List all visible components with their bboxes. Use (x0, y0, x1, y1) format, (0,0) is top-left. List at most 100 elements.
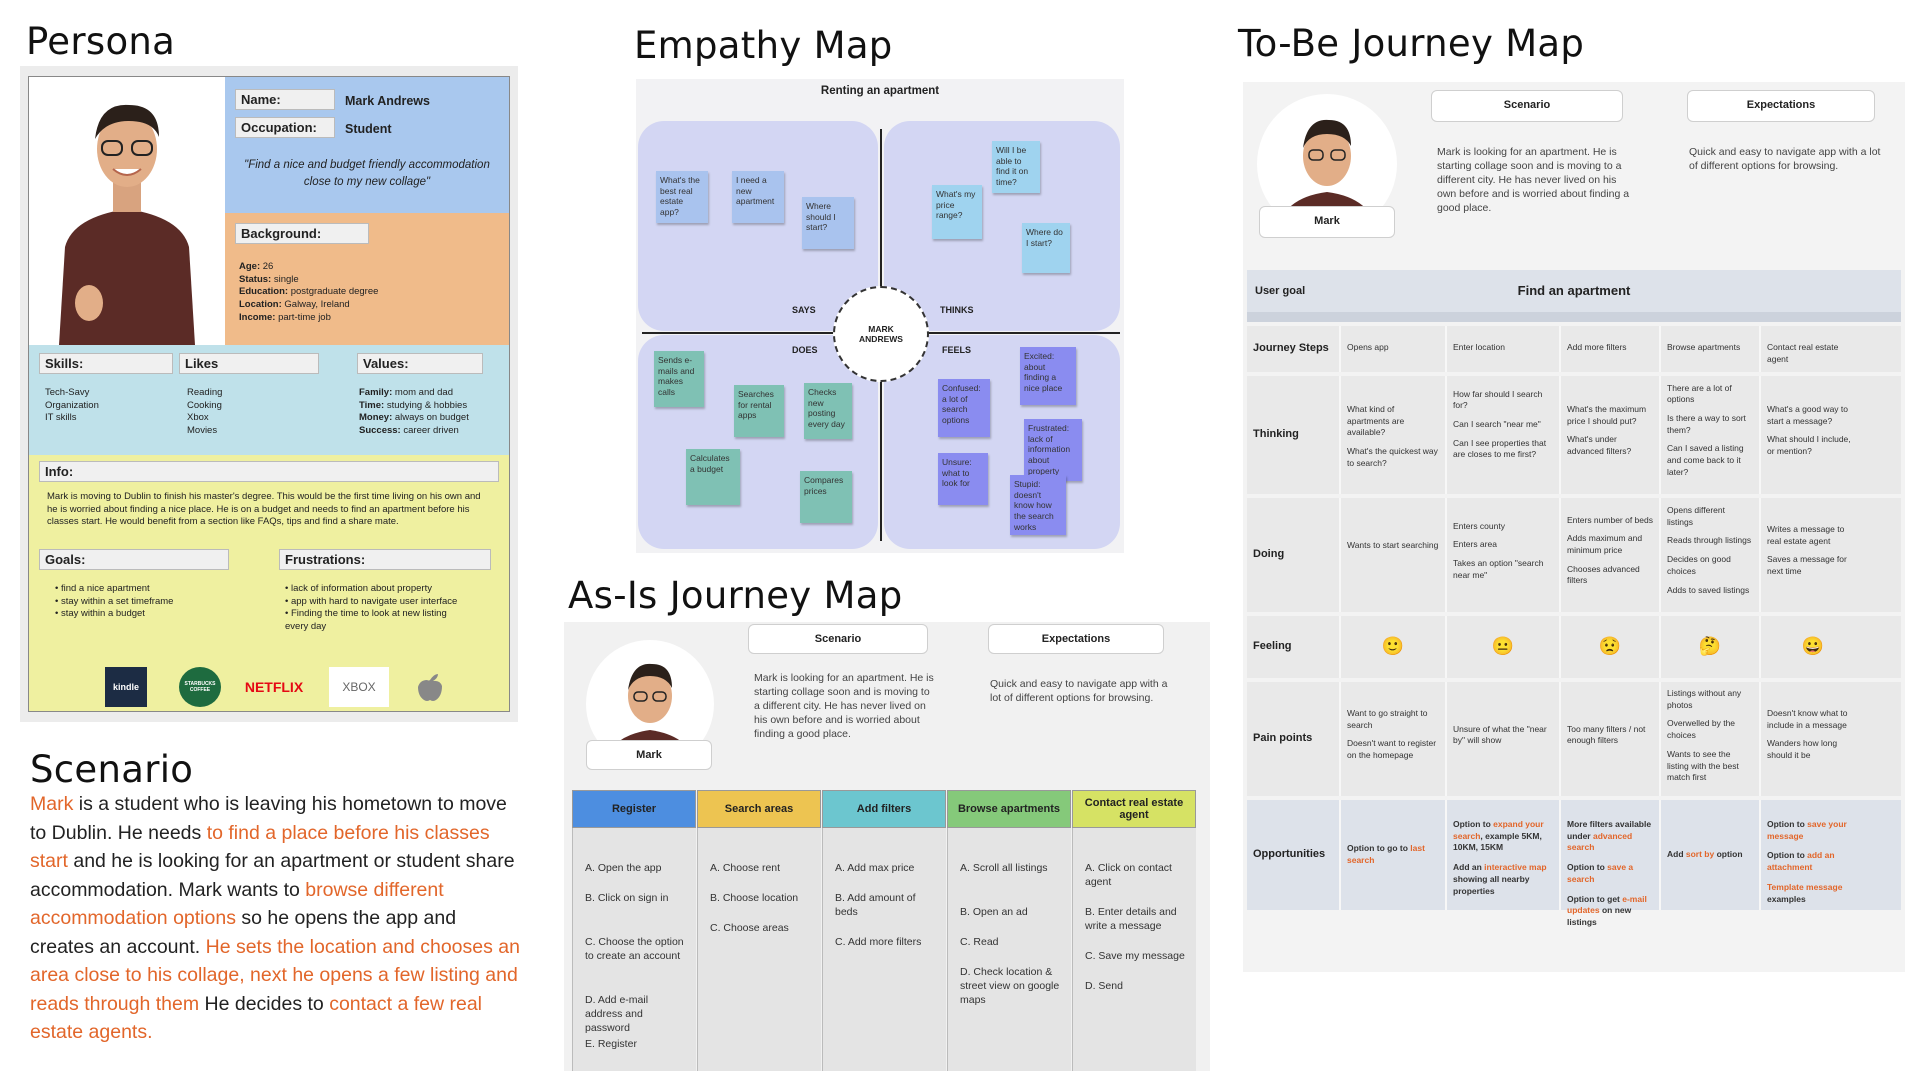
tobe-cell: 😀 (1801, 636, 1825, 656)
asis-persona-name: Mark (586, 740, 712, 770)
tobe-cell: More filters available under advanced se… (1567, 819, 1652, 928)
asis-step: A. Choose rent (710, 862, 781, 874)
sticky-note: Excited: about finding a nice place (1020, 347, 1076, 405)
asis-step: A. Open the app (585, 862, 662, 874)
tobe-cell: Add sort by option (1667, 849, 1743, 859)
tobe-cell: Contact real estate agent (1767, 342, 1839, 364)
tobe-cell: Enter location (1453, 342, 1505, 352)
tobe-cell: Wants to start searching (1347, 539, 1439, 550)
asis-step: C. Choose areas (710, 922, 789, 934)
persona-name: Mark Andrews (345, 94, 430, 108)
cell-divider (1659, 376, 1661, 494)
xbox-logo: XBOX (329, 667, 389, 707)
tobe-cell: Doesn't know what to include in a messag… (1767, 708, 1848, 761)
tobe-persona-name: Mark (1259, 206, 1395, 238)
values-label: Values: (357, 353, 483, 374)
asis-scenario-text: Mark is looking for an apartment. He is … (754, 672, 934, 740)
tobe-cell: Option to expand your search, example 5K… (1453, 819, 1547, 896)
asis-expectations-label: Expectations (988, 624, 1164, 654)
does-label: DOES (792, 345, 818, 355)
sticky-note: Frustrated: lack of information about pr… (1024, 419, 1082, 481)
frustrations-list: lack of information about propertyapp wi… (285, 583, 465, 634)
tobe-title: To-Be Journey Map (1238, 22, 1585, 65)
apple-logo (413, 667, 447, 707)
tobe-cell: Browse apartments (1667, 342, 1741, 352)
asis-stage-column: A. Choose rent B. Choose location C. Choos… (697, 828, 821, 1071)
persona-quote: "Find a nice and budget friendly accommo… (244, 159, 490, 188)
background-label: Background: (235, 223, 369, 244)
asis-step: B. Click on sign in (585, 892, 669, 904)
asis-scenario-label: Scenario (748, 624, 928, 654)
tobe-row-label: Opportunities (1253, 848, 1326, 860)
cell-divider (1559, 616, 1561, 678)
tobe-row (1247, 326, 1901, 372)
asis-step: C. Read (960, 936, 999, 948)
tobe-cell: Option to go to last search (1347, 843, 1425, 865)
empathy-center: MARK ANDREWS (833, 286, 929, 382)
tobe-cell: Too many filters / not enough filters (1567, 723, 1646, 746)
tobe-cell: How far should I search for?Can I search… (1453, 388, 1547, 460)
sticky-note: Where do I start? (1022, 223, 1070, 273)
tobe-row-label: Doing (1253, 548, 1285, 560)
sticky-note: Compares prices (800, 471, 852, 523)
feels-quadrant (884, 335, 1120, 549)
cell-divider (1659, 498, 1661, 612)
name-label: Name: (235, 89, 335, 110)
sticky-note: Will I be able to find it on time? (992, 141, 1040, 193)
likes-label: Likes (179, 353, 319, 374)
tobe-row-label: Feeling (1253, 640, 1292, 652)
sticky-note: Sends e-mails and makes calls (654, 351, 704, 407)
background-income: Income: part-time job (239, 311, 331, 323)
tobe-cell: 🤔 (1698, 636, 1722, 656)
asis-step: D. Add e-mail address and password (585, 994, 649, 1034)
background-list: Age: 26 Status: single Education: postgr… (239, 261, 499, 324)
tobe-scenario-label: Scenario (1431, 90, 1623, 122)
cell-divider (1559, 376, 1561, 494)
cell-divider (1559, 800, 1561, 910)
asis-step: B. Add amount of beds (835, 892, 916, 918)
asis-stage-header: Contact real estate agent (1072, 790, 1196, 828)
asis-step: A. Click on contact agent (1085, 862, 1172, 888)
feels-label: FEELS (942, 345, 972, 355)
background-education: Education: postgraduate degree (239, 286, 379, 298)
tobe-cell: What kind of apartments are available?Wh… (1347, 404, 1438, 468)
persona-photo (29, 77, 225, 345)
tobe-cell: Add more filters (1567, 342, 1627, 352)
tobe-cell: Opens app (1347, 342, 1389, 352)
thinks-label: THINKS (940, 305, 974, 315)
tobe-row (1247, 376, 1901, 494)
tobe-scenario-text: Mark is looking for an apartment. He is … (1437, 146, 1630, 214)
tobe-cell: What's a good way to start a message?Wha… (1767, 404, 1851, 457)
tobe-header: Mark Scenario Expectations Mark is looki… (1243, 82, 1905, 264)
asis-step: C. Add more filters (835, 936, 922, 948)
cell-divider (1659, 682, 1661, 796)
tobe-cell: 🙂 (1381, 636, 1405, 656)
sticky-note: Confused: a lot of search options (938, 379, 990, 437)
asis-step: B. Enter details and write a message (1085, 906, 1177, 932)
occupation-label: Occupation: (235, 117, 335, 138)
persona-identity: Name: Mark Andrews Occupation: Student "… (225, 77, 509, 213)
scenario-paragraph: Mark is a student who is leaving his hom… (30, 793, 520, 1043)
user-goal-row: User goal Find an apartment (1247, 270, 1901, 312)
tobe-expectations-label: Expectations (1687, 90, 1875, 122)
skills-label: Skills: (39, 353, 173, 374)
asis-stage-header: Add filters (822, 790, 946, 828)
netflix-logo: NETFLIX (244, 679, 304, 695)
tobe-table: User goal Find an apartment Journey Step… (1243, 264, 1905, 972)
sticky-note: Unsure: what to look for (938, 453, 988, 505)
asis-step: E. Register (585, 1038, 637, 1050)
cell-divider (1759, 498, 1761, 612)
cell-divider (1759, 800, 1761, 910)
asis-step: B. Choose location (710, 892, 799, 904)
persona-occupation: Student (345, 122, 392, 136)
goal-divider (1247, 312, 1901, 322)
cell-divider (1659, 616, 1661, 678)
tobe-cell: 😟 (1598, 636, 1622, 656)
